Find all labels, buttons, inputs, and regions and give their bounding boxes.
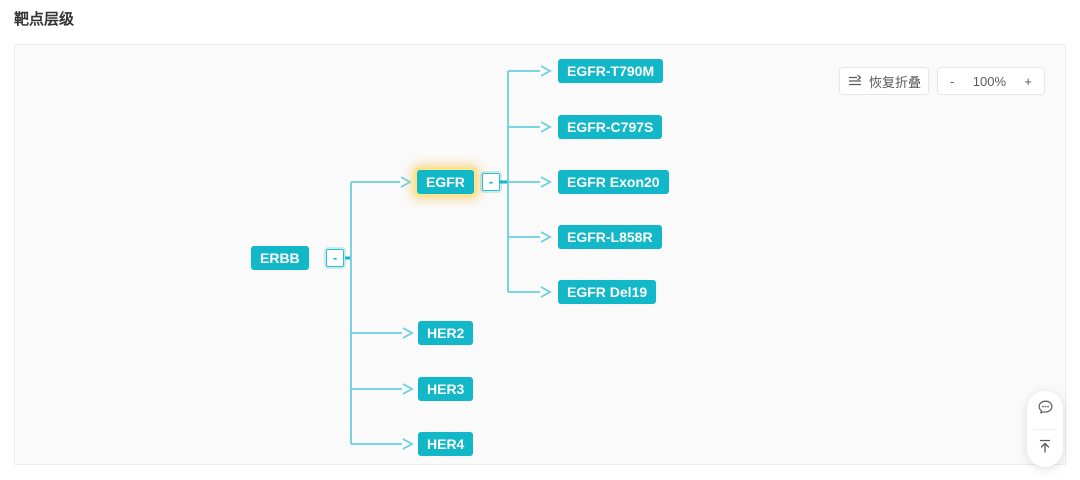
restore-fold-button[interactable]: 恢复折叠 bbox=[839, 67, 929, 95]
arrow-to-top-icon bbox=[1037, 438, 1053, 459]
chat-bubble-icon bbox=[1037, 399, 1054, 421]
tree-connectors bbox=[345, 65, 552, 450]
node-erbb[interactable]: ERBB bbox=[251, 246, 309, 270]
zoom-out-button[interactable]: - bbox=[950, 73, 955, 89]
collapse-button-egfr[interactable]: - bbox=[482, 173, 500, 191]
node-her4[interactable]: HER4 bbox=[418, 432, 474, 456]
node-egfr-l858r[interactable]: EGFR-L858R bbox=[558, 225, 662, 249]
node-egfr[interactable]: EGFR bbox=[417, 170, 474, 194]
node-her3[interactable]: HER3 bbox=[418, 377, 474, 401]
zoom-in-button[interactable]: + bbox=[1024, 73, 1032, 89]
page-title: 靶点层级 bbox=[14, 11, 75, 28]
target-hierarchy-panel: ERBB - EGFR - EGFR-T790M EGFR-C797S EGFR… bbox=[14, 44, 1066, 467]
node-egfr-exon20[interactable]: EGFR Exon20 bbox=[558, 170, 669, 194]
feedback-button[interactable] bbox=[1033, 398, 1057, 422]
node-her2[interactable]: HER2 bbox=[418, 321, 474, 345]
unfold-icon bbox=[847, 73, 863, 89]
floating-action-pill bbox=[1027, 391, 1063, 467]
collapse-button-erbb[interactable]: - bbox=[326, 249, 344, 267]
pill-divider bbox=[1034, 428, 1056, 430]
node-egfr-t790m[interactable]: EGFR-T790M bbox=[558, 59, 664, 83]
zoom-level: 100% bbox=[972, 73, 1006, 89]
zoom-control: - 100% + bbox=[937, 67, 1045, 95]
node-egfr-del19[interactable]: EGFR Del19 bbox=[558, 280, 657, 304]
node-egfr-c797s[interactable]: EGFR-C797S bbox=[558, 115, 663, 139]
restore-fold-label: 恢复折叠 bbox=[868, 74, 921, 90]
back-to-top-button[interactable] bbox=[1033, 436, 1057, 460]
